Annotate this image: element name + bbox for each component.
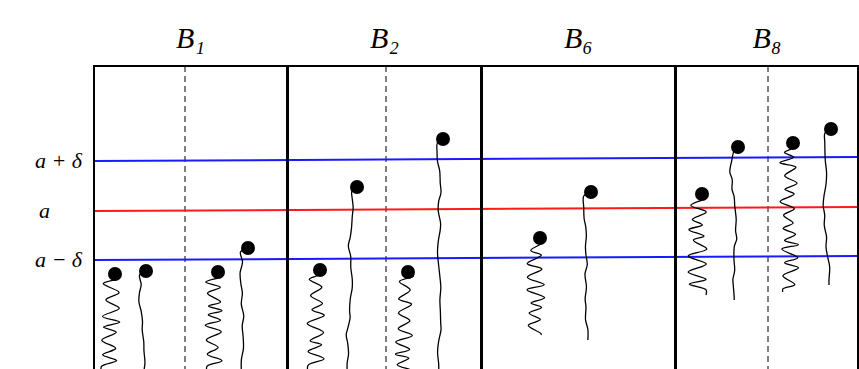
level-label: a − δ	[35, 249, 82, 271]
walk-path	[688, 194, 707, 295]
middle-level-line	[93, 207, 859, 211]
walk-path	[101, 274, 120, 369]
upper-level-line	[93, 157, 859, 161]
end-dot	[695, 187, 709, 201]
end-dot	[211, 265, 225, 279]
random-walks	[101, 122, 838, 369]
lower-level-line	[93, 256, 859, 260]
end-dot	[108, 267, 122, 281]
box-heading: B₁	[95, 23, 286, 53]
end-dot	[786, 136, 800, 150]
level-label: a + δ	[35, 150, 82, 172]
region-box: B₁	[93, 65, 288, 369]
region-box: B₈	[675, 65, 859, 369]
region-box: B₂	[287, 65, 482, 369]
walk-path	[527, 238, 545, 335]
walk-path	[139, 271, 146, 369]
walk-path	[240, 248, 248, 369]
end-dot	[584, 185, 598, 199]
level-label: a	[39, 200, 50, 222]
end-dot	[824, 122, 838, 136]
walk-path	[583, 192, 591, 340]
walk-path	[437, 139, 443, 369]
walk-path	[780, 143, 799, 292]
dashed-divider	[386, 66, 387, 369]
dashed-divider	[768, 66, 769, 369]
walk-path	[205, 272, 222, 369]
dashed-dividers	[185, 66, 768, 369]
end-dot	[241, 241, 255, 255]
end-dot	[436, 132, 450, 146]
walk-path	[823, 129, 831, 285]
end-dot	[731, 140, 745, 154]
end-dot	[533, 231, 547, 245]
box-heading: B₂	[289, 23, 480, 53]
dashed-divider	[185, 66, 186, 369]
walk-path	[346, 187, 357, 369]
level-lines	[93, 157, 859, 260]
region-box: B₆	[481, 65, 676, 369]
end-dot	[139, 264, 153, 278]
end-dot	[313, 263, 327, 277]
walk-path	[395, 272, 413, 369]
end-dot	[401, 265, 415, 279]
walk-path	[730, 147, 738, 300]
box-heading: B₈	[677, 23, 857, 53]
end-dot	[350, 180, 364, 194]
box-heading: B₆	[483, 23, 674, 53]
walk-path	[307, 270, 324, 369]
